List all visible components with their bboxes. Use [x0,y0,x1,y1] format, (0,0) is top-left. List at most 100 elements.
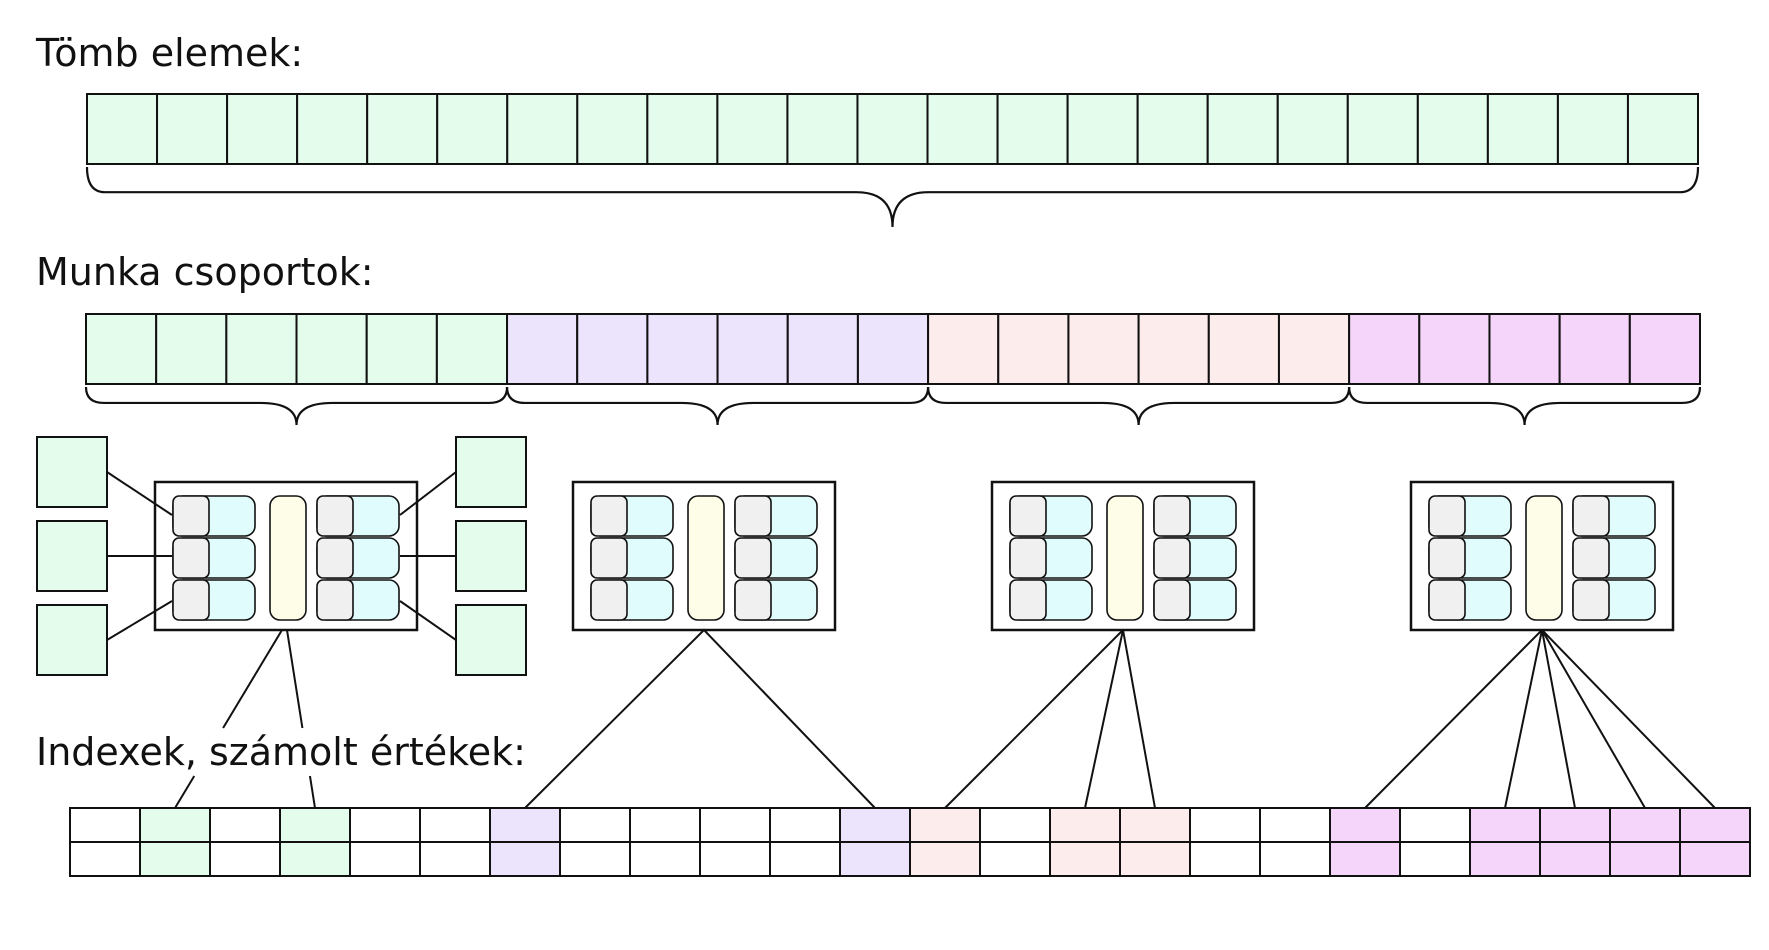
local-memory [269,495,307,621]
connector-lines [106,471,1716,809]
array-cell [366,93,439,165]
connector-line [174,775,196,809]
connector-line [1541,629,1646,809]
work-item-box [36,520,108,592]
output-cell [139,841,211,877]
output-cell [1539,841,1611,877]
work-group-cell [576,313,649,385]
work-group-brace [505,386,930,426]
output-cell [909,807,981,843]
work-group-cell [927,313,1000,385]
array-cell [506,93,579,165]
output-cell [1469,841,1541,877]
work-item-box [36,604,108,676]
connector-line [106,600,173,641]
array-cell [646,93,719,165]
work-group-cell [1207,313,1280,385]
output-cell [419,841,491,877]
connector-line [286,629,304,729]
work-group-cell [295,313,368,385]
work-groups-label: Munka csoportok: [36,250,374,294]
register-gray [734,537,772,579]
compute-unit [571,480,837,632]
work-item-box [455,520,527,592]
array-cell [576,93,649,165]
connector-line [1084,629,1124,809]
output-cell [69,841,141,877]
work-group-cell [1137,313,1210,385]
work-group-brace [926,386,1351,426]
register-gray [1009,579,1047,621]
connector-line [399,471,457,516]
array-cell [1626,93,1700,165]
output-cell [1119,807,1191,843]
output-cell [279,807,351,843]
work-item-box [455,604,527,676]
array-cell [856,93,929,165]
work-group-cell [225,313,298,385]
register-gray [316,495,354,537]
register-gray [1428,579,1466,621]
output-cell [1399,841,1471,877]
output-cell [979,841,1051,877]
output-cell [139,807,211,843]
output-cell [1049,841,1121,877]
work-item-box [455,436,527,508]
output-cell [279,841,351,877]
output-cell [559,841,631,877]
register-gray [172,579,210,621]
work-group-cell [1067,313,1140,385]
register-gray [316,579,354,621]
local-memory [687,495,725,621]
array-cell [86,93,159,165]
connector-line [703,629,876,809]
output-cell [1259,841,1331,877]
connector-line [524,629,705,809]
work-item-boxes [36,436,527,676]
compute-unit [153,480,419,632]
work-group-brace [84,386,509,426]
register-gray [316,537,354,579]
register-gray [1572,579,1610,621]
register-gray [1153,537,1191,579]
register-gray [590,495,628,537]
output-cell [769,841,841,877]
output-cell [1329,807,1401,843]
work-group-cell [365,313,438,385]
array-cell [1556,93,1629,165]
output-cell [1679,807,1751,843]
connector-line [1504,629,1543,809]
array-cell [996,93,1069,165]
output-cell [909,841,981,877]
output-cell [419,807,491,843]
connector-line [1541,629,1716,809]
compute-unit [1409,480,1675,632]
register-gray [1572,495,1610,537]
output-cell [1119,841,1191,877]
output-cell [699,841,771,877]
output-cell [1539,807,1611,843]
array-cell [1136,93,1209,165]
array-cell [1206,93,1279,165]
register-gray [1428,537,1466,579]
register-gray [590,579,628,621]
work-group-cell [85,313,158,385]
register-gray [1009,537,1047,579]
work-groups-row [85,313,1701,385]
work-group-cell [1348,313,1421,385]
register-gray [172,537,210,579]
output-table [69,807,1751,877]
output-cell [839,841,911,877]
output-cell [769,807,841,843]
work-group-cell [1277,313,1351,385]
output-cell [629,807,701,843]
connector-line [1364,629,1543,809]
compute-units [153,480,1675,632]
compute-unit [990,480,1256,632]
work-group-cell [997,313,1070,385]
work-group-cell [856,313,930,385]
register-gray [1153,495,1191,537]
output-cell [1259,807,1331,843]
array-cell [1486,93,1559,165]
